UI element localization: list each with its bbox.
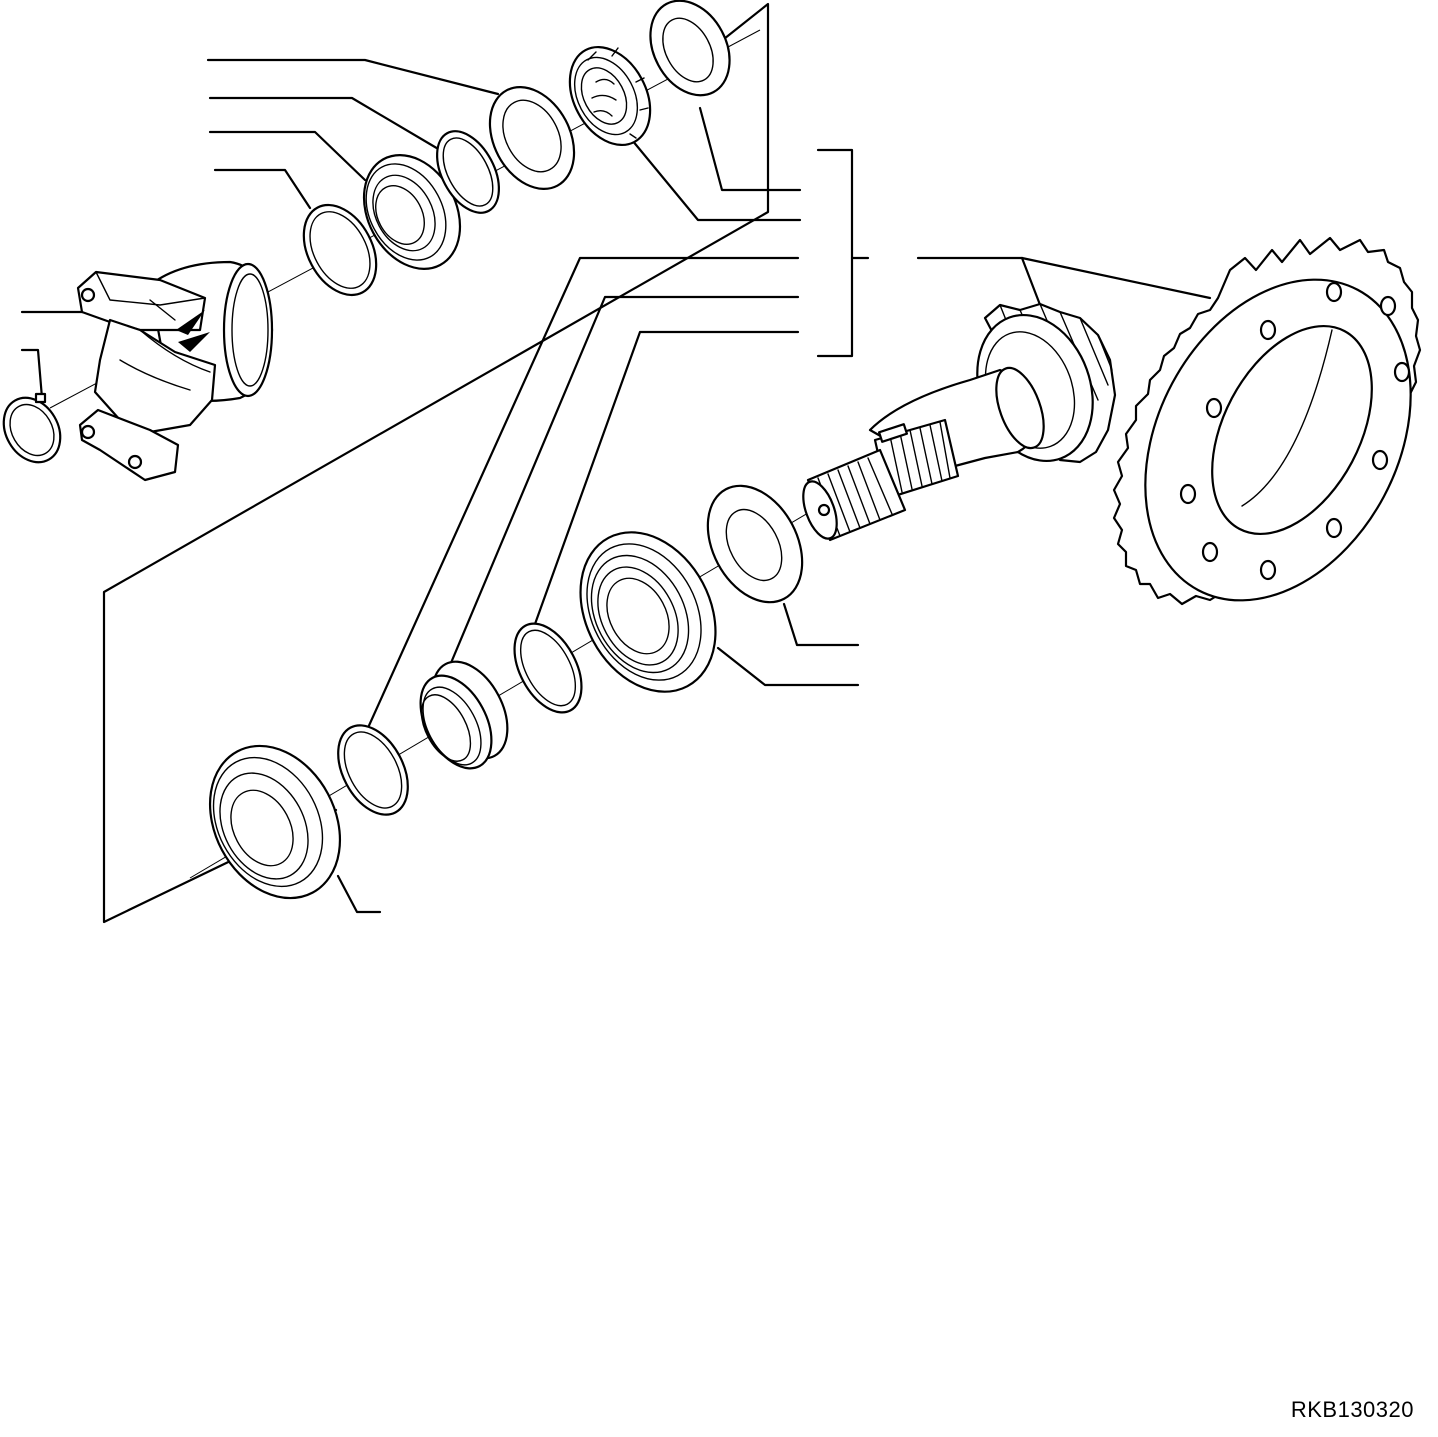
spacer-sleeve <box>419 660 509 770</box>
leader-spacer-sleeve <box>446 295 800 672</box>
bearing-cone-bottom <box>208 744 342 900</box>
seal-ring-upper <box>302 203 378 297</box>
spacer-top <box>649 0 731 97</box>
lock-nut <box>568 45 652 147</box>
oring-mid <box>513 622 583 714</box>
leader-oring-mid <box>533 330 800 626</box>
leader-bearing-top <box>208 130 367 182</box>
leader-locknut <box>630 138 802 222</box>
snap-ring <box>2 392 62 464</box>
leader-ring-gear <box>1020 256 1212 300</box>
leader-cup-mid <box>716 646 860 687</box>
gear-set-bracket <box>816 148 854 358</box>
leader-seal-ring <box>213 168 312 210</box>
leader-shim <box>782 602 860 647</box>
pinion-gear <box>802 302 1117 542</box>
leader-washer-top <box>206 58 500 96</box>
washer-upper <box>488 85 576 191</box>
ring-gear <box>1112 236 1422 606</box>
leader-cup-bottom <box>336 874 382 914</box>
leader-oring-top <box>208 96 442 152</box>
yoke-flange <box>76 260 274 482</box>
leader-lines <box>20 2 1212 924</box>
shim-ring-lower <box>337 724 409 816</box>
leader-cone-bottom <box>365 256 800 732</box>
leader-snap-ring <box>20 348 44 400</box>
shim <box>706 484 804 604</box>
leader-gear-set <box>916 256 1044 312</box>
ring-gear-bolt-holes <box>1179 281 1411 581</box>
drawing-number: RKB130320 <box>1290 1397 1414 1422</box>
ring-gear-bore <box>1211 324 1373 536</box>
bearing-cup-mid <box>579 531 717 693</box>
oring-upper <box>436 130 500 214</box>
group-frame <box>102 2 770 924</box>
leader-spacer-right <box>698 106 802 192</box>
